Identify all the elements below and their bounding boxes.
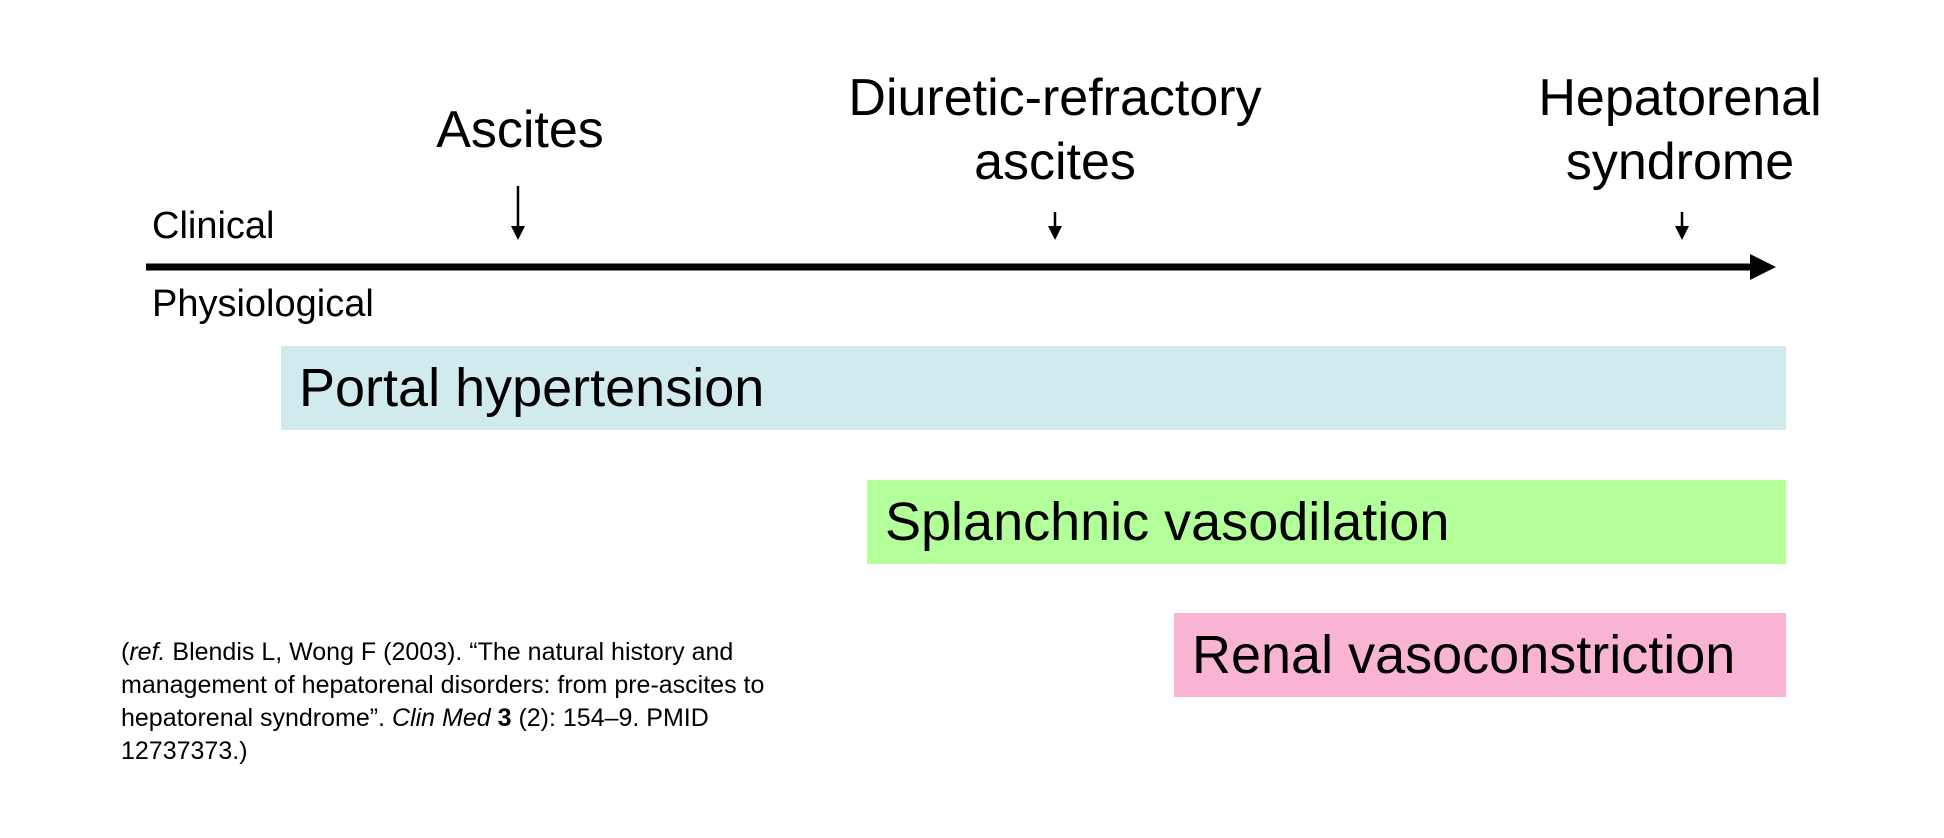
band-renal-vasoconstriction: Renal vasoconstriction (1174, 613, 1786, 697)
citation-ref-label: ref. (129, 638, 166, 666)
axis-label-physiological: Physiological (152, 283, 374, 325)
band-splanchnic-vasodilation-label: Splanchnic vasodilation (885, 492, 1450, 552)
stage-label-diuretic-refractory: Diuretic-refractory ascites (848, 69, 1262, 191)
stage-arrowhead-diuretic-refractory (1048, 226, 1062, 240)
citation-volume: 3 (497, 704, 512, 732)
band-portal-hypertension: Portal hypertension (281, 346, 1786, 430)
citation-journal: Clin Med (391, 704, 491, 732)
citation-text: (ref. Blendis L, Wong F (2003). “The nat… (121, 638, 765, 765)
stage-label-ascites: Ascites (436, 101, 604, 159)
band-portal-hypertension-label: Portal hypertension (299, 358, 765, 418)
stage-label-hepatorenal: Hepatorenal syndrome (1538, 69, 1822, 191)
band-renal-vasoconstriction-label: Renal vasoconstriction (1192, 625, 1736, 685)
axis-label-clinical: Clinical (152, 205, 275, 247)
stage-arrowhead-hepatorenal (1675, 226, 1689, 240)
band-splanchnic-vasodilation: Splanchnic vasodilation (867, 480, 1786, 564)
stage-arrowhead-ascites (511, 226, 525, 240)
timeline-arrowhead (1750, 254, 1776, 280)
